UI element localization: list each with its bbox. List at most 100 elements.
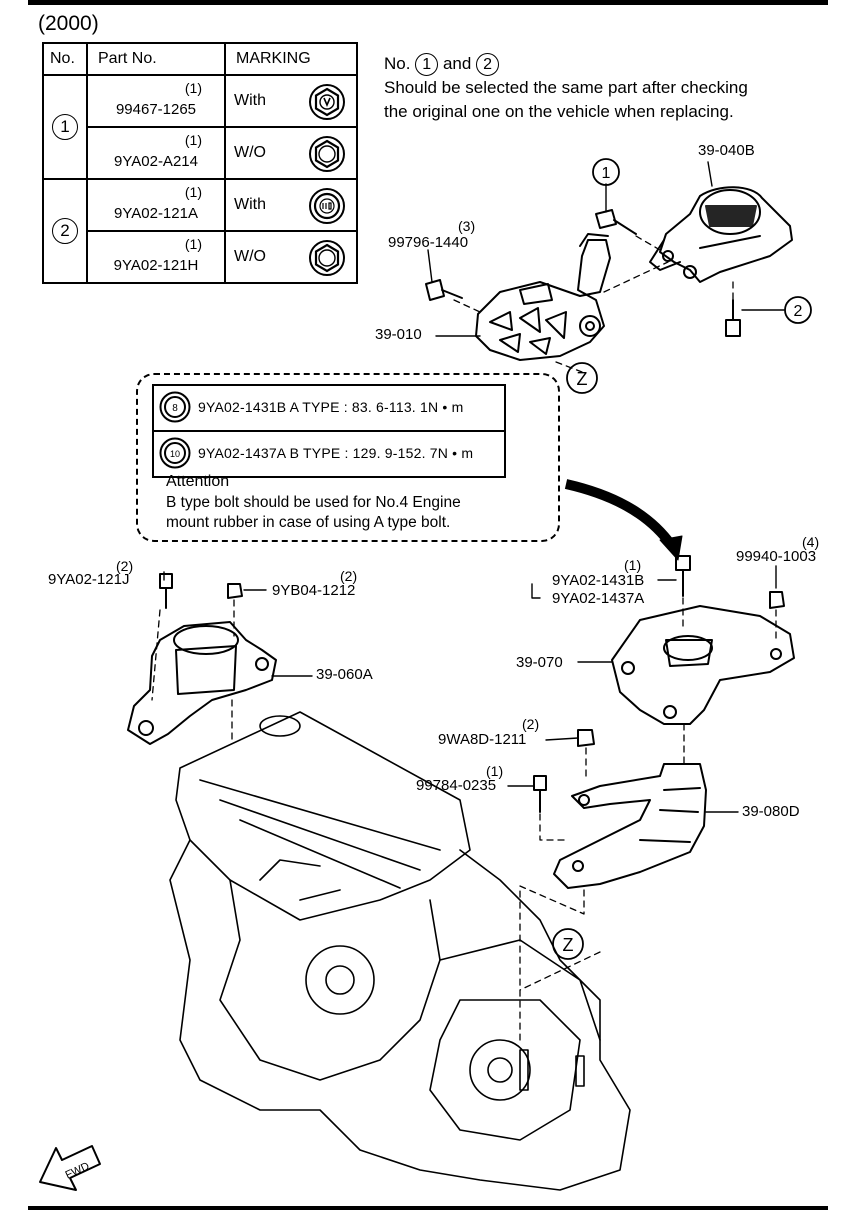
callout-circle-1-top (592, 158, 620, 186)
qty-99796-1440: (3) (458, 218, 476, 234)
callout-39-060A: 39-060A (316, 666, 373, 683)
part-qty: (1) (184, 132, 202, 148)
group-number-2: 2 (52, 218, 78, 244)
note-line-2: Should be selected the same part after c… (384, 78, 748, 98)
bolt-marking-10-icon: 10 (159, 437, 191, 469)
callout-9YA02-121J: 9YA02-121J (48, 571, 130, 588)
replacement-note: No. 1 and 2 Should be selected the same … (384, 52, 748, 124)
bolt-type-text: 9YA02-1431B A TYPE : 83. 6-113. 1N • m (198, 399, 464, 415)
engine-transmission-drawing (169, 711, 631, 1191)
attention-box (136, 373, 560, 542)
bolt-type-text: 9YA02-1437A B TYPE : 129. 9-152. 7N • m (198, 445, 474, 461)
part-no-cell: (1)99467-1265 (86, 74, 226, 128)
table-row: 1 (1)99467-1265 With (42, 74, 358, 180)
callout-39-070: 39-070 (516, 654, 563, 671)
leader-lines (163, 161, 785, 813)
callout-99940-1003: 99940-1003 (736, 548, 817, 565)
bottom-rule (28, 1206, 828, 1210)
callout-label-z-bottom: Z (563, 935, 574, 955)
qty-9YB04-1212: (2) (340, 568, 358, 584)
callout-9YA02-1431B: 9YA02-1431B (552, 572, 645, 589)
nut-9WA8D-1211-drawing (577, 729, 595, 747)
callout-39-040B: 39-040B (698, 142, 755, 159)
table-row: (1) 9YA02-121H W/O (43, 230, 358, 284)
note-circle-1: 1 (415, 53, 439, 77)
note-circle-2: 2 (476, 53, 500, 77)
callout-circle-z-top (566, 362, 598, 394)
callout-circle-z-bottom (552, 928, 584, 960)
bolt-marking-label: 8 (172, 403, 178, 414)
part-qty: (1) (184, 236, 202, 252)
callout-9YA02-1437A: 9YA02-1437A (552, 590, 645, 607)
header-part-no: Part No. (86, 42, 226, 76)
group-number-cell: 2 (42, 178, 88, 284)
top-rule (28, 0, 828, 5)
fwd-label: FWD (64, 1160, 92, 1181)
marking-text: With (234, 92, 266, 109)
part-no-cell: (1) 9YA02-121H (86, 230, 226, 284)
fwd-arrow-icon (39, 1145, 101, 1191)
qty-9YA02-1431B: (1) (624, 557, 642, 573)
note-prefix: No. (384, 54, 411, 73)
callout-99796-1440: 99796-1440 (388, 234, 469, 251)
engine-bracket-39-010-drawing (475, 233, 611, 361)
bolt-99796-1440-drawing (425, 279, 463, 301)
bolt-head-marked-icon (309, 188, 345, 224)
callout-label-2-top: 2 (794, 303, 803, 320)
model-year: (2000) (38, 12, 99, 35)
qty-99784-0235: (1) (486, 763, 504, 779)
part-qty: (1) (184, 184, 202, 200)
marking-cell: W/O (224, 126, 358, 180)
bolt-marking-label: 10 (170, 449, 180, 459)
part-no-cell: (1) 9YA02-A214 (86, 126, 226, 180)
engine-bracket-39-080D-drawing (553, 763, 707, 889)
marking-text: W/O (234, 248, 266, 265)
callout-circle-2-top (784, 296, 812, 324)
bolt-type-row: 10 9YA02-1437A B TYPE : 129. 9-152. 7N •… (154, 430, 504, 476)
callout-99784-0235: 99784-0235 (416, 777, 497, 794)
bolt-1-top-drawing (595, 209, 637, 235)
bolt-9YA02-121J-drawing (159, 573, 173, 609)
parts-marking-table: No. Part No. MARKING 1 (1)99467-1265 Wit… (42, 42, 358, 284)
qty-9WA8D-1211: (2) (522, 716, 540, 732)
engine-mount-39-070-drawing (611, 605, 795, 725)
marking-cell: With (224, 178, 358, 232)
callout-9WA8D-1211: 9WA8D-1211 (438, 731, 527, 748)
bolt-type-table: 8 9YA02-1431B A TYPE : 83. 6-113. 1N • m… (152, 384, 506, 478)
nut-99940-1003-drawing (769, 591, 785, 609)
qty-9YA02-121J: (2) (116, 558, 134, 574)
qty-99940-1003: (4) (802, 534, 820, 550)
marking-text: With (234, 196, 266, 213)
table-header-row: No. Part No. MARKING (42, 42, 358, 76)
marking-cell: W/O (224, 230, 358, 284)
table-row: (1) 9YA02-A214 W/O (43, 126, 358, 180)
curved-pointer-arrow (564, 479, 677, 549)
callout-label-1-top: 1 (602, 165, 611, 182)
header-no: No. (42, 42, 88, 76)
bolt-2-top-drawing (725, 299, 741, 337)
pointer-arrowhead (659, 535, 683, 561)
note-line-3: the original one on the vehicle when rep… (384, 102, 734, 122)
bolt-99784-0235-drawing (533, 775, 547, 813)
header-marking: MARKING (224, 42, 358, 76)
group-number-1: 1 (52, 114, 78, 140)
part-number: 99467-1265 (115, 100, 197, 118)
bolt-type-row: 8 9YA02-1431B A TYPE : 83. 6-113. 1N • m (154, 386, 504, 430)
note-line-1: No. 1 and 2 (384, 52, 748, 77)
group-number-cell: 1 (42, 74, 88, 180)
engine-mount-39-040B-drawing (649, 186, 793, 283)
bolt-9YA02-1431B-drawing (675, 555, 691, 597)
marking-cell: With (224, 74, 358, 128)
bolt-head-plain-icon (309, 136, 345, 172)
note-conj: and (442, 54, 472, 73)
part-number: 9YA02-A214 (114, 152, 198, 170)
engine-mount-39-060A-drawing (127, 621, 277, 745)
part-no-cell: (1)9YA02-121A (86, 178, 226, 232)
attention-title: Attention (166, 473, 230, 490)
part-number: 9YA02-121H (113, 256, 199, 274)
marking-text: W/O (234, 144, 266, 161)
nut-9YB04-1212-drawing (227, 583, 243, 599)
bolt-marking-8-icon: 8 (159, 391, 191, 423)
callout-39-080D: 39-080D (742, 803, 800, 820)
